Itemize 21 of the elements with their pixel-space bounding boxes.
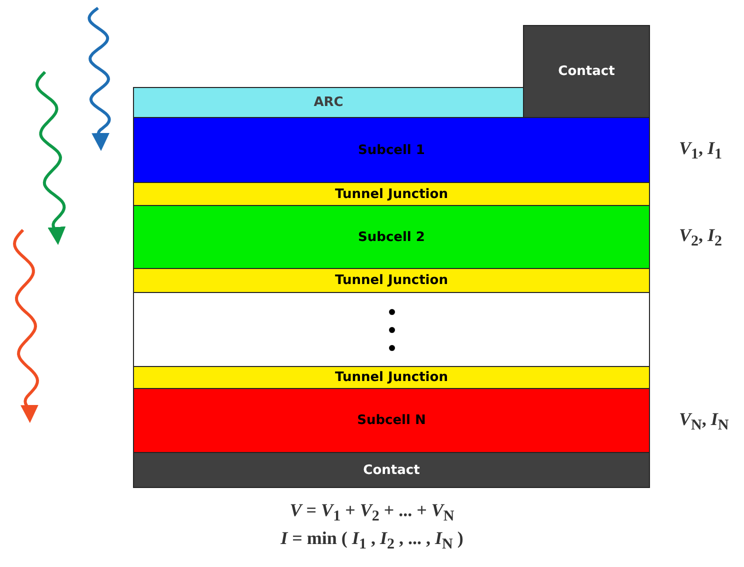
equation: V = V$_{1}$ + V$_{2}$ + ... + V$_{N}$ <box>288 500 456 526</box>
voltage-current-label: V$_{2}$, I$_{2}$ <box>679 225 722 251</box>
layer-label: Contact <box>363 462 420 478</box>
layer-label: ARC <box>314 95 344 110</box>
layer-label: Contact <box>558 64 615 79</box>
layer-label: Subcell 2 <box>358 230 425 244</box>
voltage-current-label: V$_{1}$, I$_{1}$ <box>679 138 722 164</box>
layer <box>133 292 650 367</box>
equation: I = min ( I$_{1}$ , I$_{2}$ , ... , I$_{N}$ ) <box>280 528 464 554</box>
layer-label: Tunnel Junction <box>335 273 448 288</box>
junction-layer <box>133 182 650 206</box>
contact-layer <box>523 25 650 118</box>
layer-label: Tunnel Junction <box>335 186 448 202</box>
layer-label: Subcell 1 <box>358 142 425 158</box>
junction-layer <box>133 268 650 293</box>
junction-layer <box>133 366 650 389</box>
voltage-current-label: V$_{N}$, I$_{N}$ <box>679 408 729 434</box>
layer-label: Subcell N <box>357 413 426 428</box>
contact-layer <box>133 452 650 488</box>
layer-label: Tunnel Junction <box>335 370 448 385</box>
coating-layer <box>133 87 524 118</box>
